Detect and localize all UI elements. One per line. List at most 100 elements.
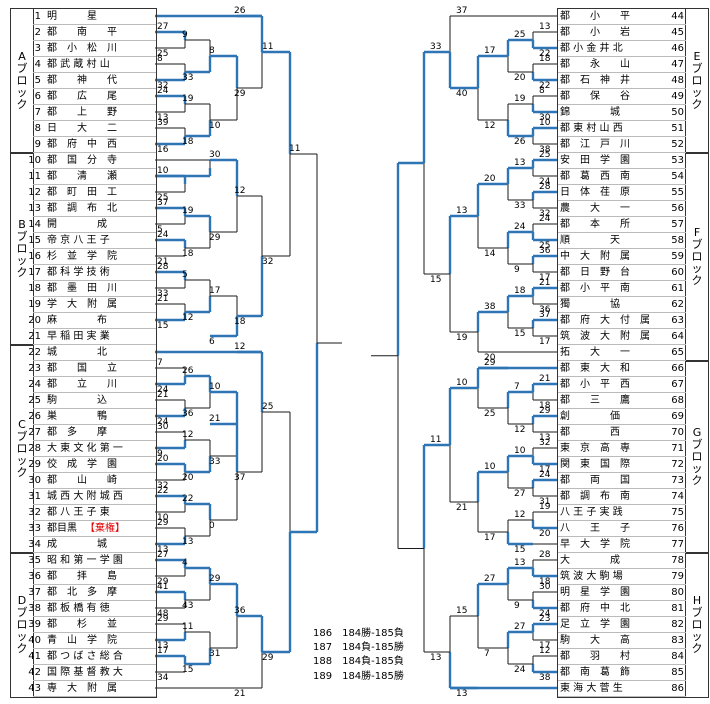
score-label: 13 <box>456 689 468 699</box>
team-name: 創 価 <box>560 411 620 422</box>
score-label: 38 <box>484 302 496 312</box>
note-188: 188 184負-185負 <box>313 656 404 667</box>
score-label: 12 <box>234 186 246 196</box>
score-label: 37 <box>157 198 169 208</box>
team-name: 昭 和 第 一 学 園 <box>47 555 123 566</box>
team-number: 33 <box>28 523 41 534</box>
team-name: 都 武 蔵 村 山 <box>47 59 110 70</box>
block-right-1: Fブロック <box>685 152 708 362</box>
score-label: 18 <box>514 286 526 296</box>
score-label: 21 <box>456 503 468 513</box>
score-label: 29 <box>484 358 496 368</box>
score-label: 32 <box>157 481 169 491</box>
team-name: 都 八 王 子 東 <box>47 507 110 518</box>
score-label: 13 <box>157 641 169 651</box>
score-label: 34 <box>157 673 169 683</box>
team-name: 関 東 国 際 <box>560 459 630 470</box>
score-label: 31 <box>539 497 551 507</box>
score-label: 8 <box>157 54 163 64</box>
block-right-2: Gブロック <box>685 360 708 554</box>
team-name: 明 星 <box>47 11 97 22</box>
team-number: 71 <box>671 443 684 454</box>
team-number: 61 <box>671 283 684 294</box>
team-number: 67 <box>671 379 684 390</box>
score-label: 8 <box>209 46 215 56</box>
team-number: 63 <box>671 315 684 326</box>
block-label: Bブロック <box>16 218 28 279</box>
team-name: 麻 布 <box>47 315 107 326</box>
team-row: 72 関 東 国 際 <box>558 457 686 473</box>
score-label: 9 <box>157 449 163 459</box>
block-label: Gブロック <box>691 426 703 487</box>
team-name: 都 小 岩 <box>560 27 630 38</box>
score-label: 10 <box>157 166 169 176</box>
score-label: 38 <box>539 673 551 683</box>
team-name: 開 成 <box>47 219 107 230</box>
team-name: 都 保 谷 <box>560 91 630 102</box>
team-number: 72 <box>671 459 684 470</box>
team-number: 57 <box>671 219 684 230</box>
score-label: 16 <box>157 145 169 155</box>
score-label: 25 <box>157 49 169 59</box>
team-number: 6 <box>34 91 41 102</box>
team-number: 5 <box>34 75 41 86</box>
score-label: 24 <box>514 665 526 675</box>
team-name: 巣 鴨 <box>47 411 107 422</box>
score-label: 12 <box>182 430 194 440</box>
team-name: 日 大 二 <box>47 123 117 134</box>
score-label: 22 <box>182 494 194 504</box>
block-label: Hブロック <box>691 594 703 655</box>
score-label: 17 <box>157 646 169 656</box>
team-name: 筑 波 大 駒 場 <box>560 571 623 582</box>
score-label: 12 <box>484 121 496 131</box>
block-label: Eブロック <box>691 50 703 111</box>
team-number: 53 <box>671 155 684 166</box>
score-label: 25 <box>539 241 551 251</box>
score-label: 13 <box>539 22 551 32</box>
score-label: 25 <box>514 30 526 40</box>
score-label: 10 <box>456 378 468 388</box>
team-number: 84 <box>671 651 684 662</box>
score-label: 10 <box>484 462 496 472</box>
score-label: 17 <box>209 286 221 296</box>
team-number: 44 <box>671 11 684 22</box>
team-name: 早 稲 田 実 業 <box>47 331 110 342</box>
score-label: 30 <box>539 582 551 592</box>
team-name: 城 西 大 附 城 西 <box>47 491 123 502</box>
withdrawn-badge: 【棄権】 <box>85 523 125 534</box>
score-label: 11 <box>430 435 442 445</box>
team-name: 獨 協 <box>560 299 620 310</box>
team-number: 17 <box>28 267 41 278</box>
team-number: 13 <box>28 203 41 214</box>
score-label: 8 <box>539 86 545 96</box>
score-label: 37 <box>234 473 246 483</box>
team-number: 69 <box>671 411 684 422</box>
block-left-2: Cブロック <box>11 344 34 554</box>
team-name: 東 京 高 専 <box>560 443 630 454</box>
score-label: 10 <box>539 118 551 128</box>
score-label: 26 <box>182 366 194 376</box>
score-label: 24 <box>157 417 169 427</box>
team-name: 東 海 大 菅 生 <box>560 683 623 694</box>
score-label: 24 <box>539 214 551 224</box>
score-label: 27 <box>514 489 526 499</box>
